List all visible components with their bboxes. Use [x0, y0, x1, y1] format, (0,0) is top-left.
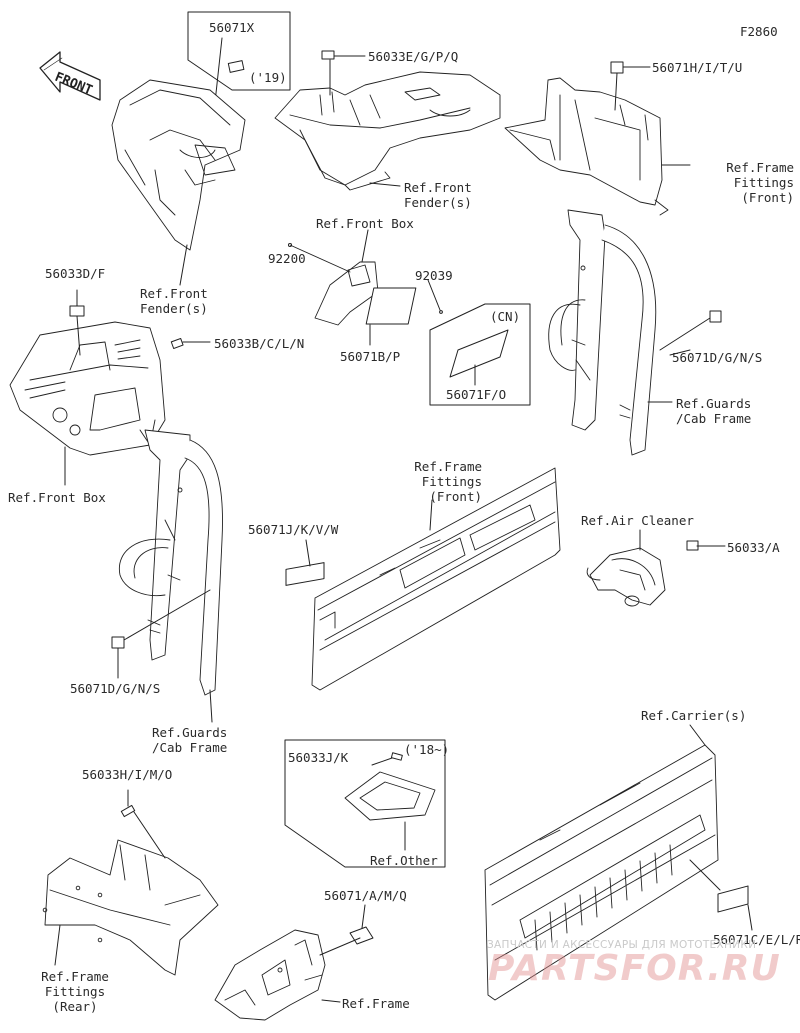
leader-carrier — [689, 724, 706, 746]
year-note-19: ('19) — [249, 70, 287, 85]
leader-56071c — [689, 859, 721, 891]
part-92200[interactable]: 92200 — [268, 251, 306, 266]
watermark-logo: PARTSFOR.RU — [488, 948, 781, 989]
part-56033j[interactable]: 56033J/K — [288, 750, 349, 765]
part-56033e[interactable]: 56033E/G/P/Q — [368, 49, 459, 64]
leader-frame-fittings-rear — [54, 924, 61, 966]
leader-56071 — [361, 904, 366, 929]
ref-frame-fittings-rear[interactable]: Ref.Frame Fittings (Rear) — [41, 969, 109, 1014]
ref-carrier[interactable]: Ref.Carrier(s) — [641, 708, 747, 723]
leader-guards-cab-left — [209, 689, 213, 723]
leader-ref-frame — [321, 999, 341, 1003]
ref-frame-fittings-front-mid[interactable]: Ref.Frame Fittings (Front) — [414, 459, 482, 504]
leader-front-fender-top — [369, 182, 401, 187]
ref-frame[interactable]: Ref.Frame — [342, 996, 410, 1011]
leader-56033j — [371, 757, 393, 766]
part-56033a[interactable]: 56033/A — [727, 540, 780, 555]
callout-box-56071x — [187, 11, 291, 91]
part-56071x[interactable]: 56071X — [209, 20, 255, 35]
leader-front-box-top — [361, 229, 369, 263]
part-56071h[interactable]: 56071H/I/T/U — [652, 60, 743, 75]
callout-box-other — [284, 739, 446, 868]
front-fender-left-drawing — [111, 79, 246, 251]
leader-56071-to-frame — [319, 937, 361, 956]
leader-56033h — [133, 811, 166, 859]
ref-frame-fittings-front-top[interactable]: Ref.Frame Fittings (Front) — [726, 160, 794, 205]
ref-front-box-left[interactable]: Ref.Front Box — [8, 490, 106, 505]
part-56071c[interactable]: 56071C/E/L/R — [713, 932, 800, 947]
leader-56071d-right-label — [669, 349, 691, 356]
sticker-56071d-right-icon — [709, 310, 722, 323]
sticker-56071x-icon — [227, 60, 245, 73]
part-56071j[interactable]: 56071J/K/V/W — [248, 522, 339, 537]
sticker-56033d-icon — [69, 305, 85, 317]
part-56071f[interactable]: 56071F/O — [446, 387, 507, 402]
ref-front-fender-top[interactable]: Ref.Front Fender(s) — [404, 180, 472, 210]
leader-56071d-right — [659, 317, 711, 351]
part-56071d-left[interactable]: 56071D/G/N/S — [70, 681, 161, 696]
frame-drawing — [214, 929, 326, 1021]
front-box-dashboard-drawing — [9, 321, 166, 456]
ref-air-cleaner[interactable]: Ref.Air Cleaner — [581, 513, 694, 528]
watermark-tagline: ЗАПЧАСТИ И АКСЕССУАРЫ ДЛЯ МОТОТЕХНИКИ — [487, 939, 757, 951]
sticker-56071d-left-icon — [111, 636, 125, 649]
front-arrow-icon: FRONT — [39, 51, 101, 101]
sticker-56033b-icon — [170, 337, 184, 349]
part-56071d-right[interactable]: 56071D/G/N/S — [672, 350, 763, 365]
sticker-56033j-icon — [390, 752, 403, 761]
year-note-18: ('18~) — [404, 742, 450, 757]
leader-56033d — [76, 315, 81, 356]
ref-front-fender-left[interactable]: Ref.Front Fender(s) — [140, 286, 208, 316]
ref-guards-cab-right[interactable]: Ref.Guards /Cab Frame — [676, 396, 752, 426]
leader-56071d-left — [123, 589, 211, 641]
sticker-56071b-icon — [365, 287, 417, 325]
figure-code: F2860 — [740, 24, 778, 39]
ref-front-box-top[interactable]: Ref.Front Box — [316, 216, 414, 231]
leader-56071h-down — [614, 72, 618, 111]
part-56033h[interactable]: 56033H/I/M/O — [82, 767, 173, 782]
ref-other[interactable]: Ref.Other — [370, 853, 438, 868]
sticker-56071j-icon — [285, 562, 325, 586]
sticker-56033e-icon — [321, 50, 335, 60]
seal-plate-drawing — [344, 771, 436, 821]
floor-panel-drawing — [274, 71, 501, 191]
frame-fittings-front-mid-drawing — [311, 467, 561, 691]
sticker-56071f-icon — [449, 329, 509, 378]
frame-fittings-front-top-drawing — [504, 77, 669, 216]
leader-92039 — [427, 279, 441, 311]
part-56033b[interactable]: 56033B/C/L/N — [214, 336, 305, 351]
region-note-cn: (CN) — [490, 309, 521, 324]
part-56071b[interactable]: 56071B/P — [340, 349, 401, 364]
part-56033d[interactable]: 56033D/F — [45, 266, 106, 281]
cab-frame-right-drawing — [548, 209, 657, 456]
air-cleaner-drawing — [586, 547, 666, 607]
cab-frame-left-drawing — [118, 429, 223, 696]
sticker-56071-icon — [349, 926, 374, 945]
part-56071[interactable]: 56071/A/M/Q — [324, 888, 407, 903]
sticker-56033a-icon — [686, 540, 699, 551]
sticker-56071c-icon — [717, 885, 749, 913]
leader-56071j — [305, 539, 311, 567]
leader-56071c-label — [747, 904, 753, 931]
sticker-56033h-icon — [120, 804, 136, 818]
clip-92039-icon — [439, 310, 443, 314]
frame-fittings-rear-drawing — [42, 839, 219, 976]
leader-frame-fittings-mid — [429, 499, 433, 531]
leader-front-fender-left — [179, 244, 188, 286]
front-box-cover-drawing — [287, 242, 379, 326]
callout-box-cn — [429, 303, 531, 406]
sticker-56071h-icon — [610, 61, 624, 74]
carrier-drawing — [484, 744, 719, 1001]
part-92039[interactable]: 92039 — [415, 268, 453, 283]
ref-guards-cab-left[interactable]: Ref.Guards /Cab Frame — [152, 725, 228, 755]
